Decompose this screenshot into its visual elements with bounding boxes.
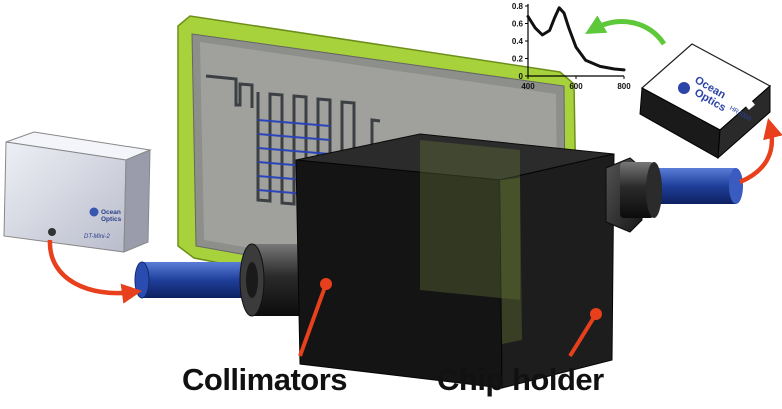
arrow-fiber-to-spectrometer: [739, 118, 782, 185]
light-source-model: DT-Mini-2: [84, 234, 110, 240]
chip-holder: [295, 133, 615, 389]
y-tick-label: 0.4: [512, 37, 524, 46]
light-source-brand-1: Ocean: [101, 209, 121, 216]
light-source: Ocean Optics DT-Mini-2: [3, 131, 152, 253]
ocean-optics-logo: [89, 207, 99, 217]
y-tick-label: 0: [519, 72, 524, 81]
spectrum-chart: 0 0.2 0.4 0.6 0.8 400 600 800: [512, 2, 631, 91]
electrode-array: [257, 119, 331, 197]
spectrum-series-line: [526, 6, 626, 72]
arrow-spectrometer-to-spectrum: [585, 15, 667, 46]
x-tick-label: 800: [617, 82, 631, 91]
y-tick-label: 0.2: [512, 55, 524, 64]
collimator-right: [605, 157, 662, 233]
fiber-port-icon: [48, 228, 56, 236]
light-source-brand-2: Optics: [101, 216, 122, 223]
label-collimators: Collimators: [182, 362, 348, 397]
ocean-optics-logo: [678, 82, 690, 94]
y-tick-label: 0.8: [512, 2, 524, 11]
x-tick-label: 400: [521, 82, 535, 91]
label-chip-holder: Chip holder: [437, 362, 604, 397]
pointer-collimators: [298, 278, 332, 357]
spectrometer: Ocean Optics HR4000: [639, 43, 772, 160]
arrow-source-to-fiber: [47, 239, 143, 304]
pointer-chip-holder: [568, 308, 602, 358]
x-tick-label: 600: [569, 82, 583, 91]
y-tick-label: 0.6: [512, 20, 524, 29]
